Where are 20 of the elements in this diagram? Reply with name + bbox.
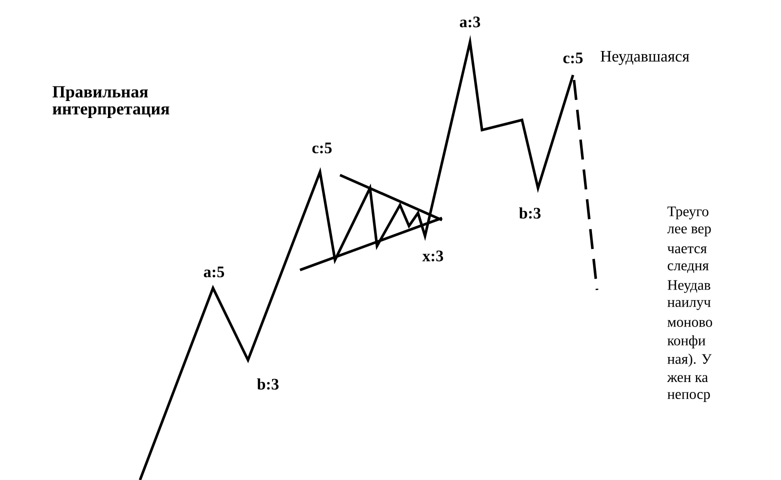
text-line: жен ка [667,375,708,382]
wave-label: a:5 [204,266,224,278]
text-line: Треуго [667,206,708,220]
wave-label: c:5 [312,142,332,154]
wave-label: c:5 [563,52,583,64]
text-line: наилуч [667,300,711,310]
text-line: моново [668,320,712,327]
note-text: Неудавшаяся [600,51,690,65]
text-line: следня [668,263,709,274]
wave-label: b:3 [519,207,541,219]
text-line: чается [667,246,707,254]
text-line: ная). У [667,354,712,367]
wave-label: a:3 [460,16,480,28]
wave-label: b:3 [257,378,279,390]
heading: Правильная интерпретация [52,86,170,118]
text-line: Неудав [668,280,710,293]
wave-label: x:3 [422,250,444,262]
text-line: лее вер [667,226,711,236]
text-line: непоср [667,392,710,402]
text-line: конфи [667,335,706,348]
